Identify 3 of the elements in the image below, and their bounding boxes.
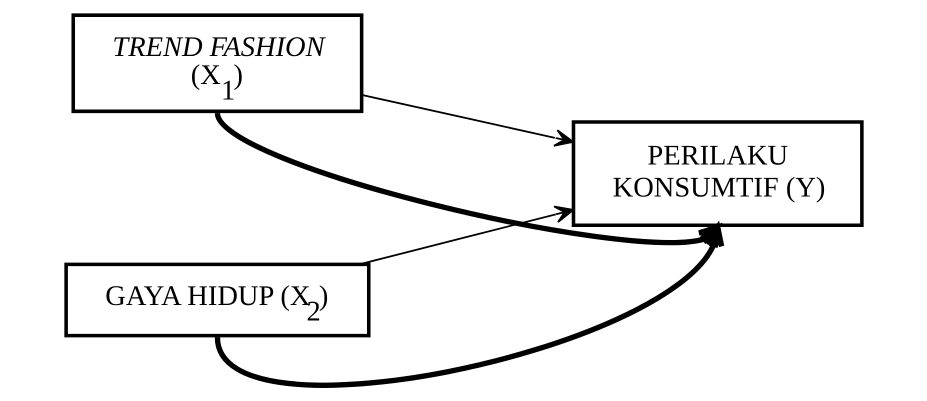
node-box: PERILAKU KONSUMTIF (Y): [571, 120, 864, 227]
arrow: [362, 94, 574, 147]
arrow: [358, 206, 574, 266]
